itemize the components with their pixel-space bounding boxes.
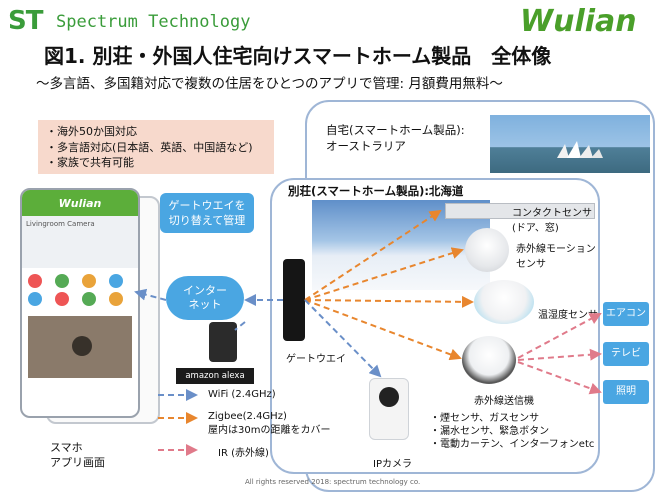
camera-lens-icon [379,387,399,407]
app-header: Wulian [22,190,138,216]
temp-humidity-sensor [474,280,534,324]
copyright-footer: All rights reserved 2018: spectrum techn… [245,478,421,486]
label-line: ・漏水センサ、緊急ボタン [430,426,550,437]
home-label: 自宅(スマートホーム製品): オーストラリア [326,122,465,154]
legend-zigbee: Zigbee(2.4GHz) 屋内は30mの距離をカバー [208,410,330,438]
temp-humidity-label: 温湿度センサ [538,310,598,321]
label-line: (ドア、窓) [512,223,559,234]
ir-transmitter [462,336,516,384]
cloud-line: ネット [188,298,222,311]
ir-motion-label: 赤外線モーション センサ [516,240,596,270]
opera-house-icon [557,141,603,158]
device-grid [22,268,138,312]
home-label-line: 自宅(スマートホーム製品): [326,123,465,137]
phone-mockup: Wulian Livingroom Camera [20,188,140,418]
wifi-link [234,321,246,331]
page-title: 図1. 別荘・外国人住宅向けスマートホーム製品 全体像 [44,44,552,68]
device-icon[interactable] [109,292,123,306]
legend-line: 屋内は30mの距離をカバー [208,425,331,436]
room-photo [28,316,132,378]
device-icon[interactable] [55,274,69,288]
wulian-logo: Wulian [520,4,637,39]
wifi-link [304,299,382,378]
device-icon[interactable] [28,274,42,288]
internet-cloud: インター ネット [166,276,244,320]
label-line: センサ [516,259,546,270]
appliance-light: 照明 [603,380,649,404]
features-box: ・海外50か国対応 ・多言語対応(日本語、英語、中国語など) ・家族で共有可能 [38,120,274,174]
ir-link [517,348,602,361]
feature-item: ・家族で共有可能 [46,156,134,169]
label-line: ・電動カーテン、インターフォンetc [430,439,595,450]
label-line: コンタクトセンサ [512,208,592,219]
feature-item: ・多言語対応(日本語、英語、中国語など) [46,140,253,154]
device-icon[interactable] [28,292,42,306]
play-icon[interactable] [72,336,92,356]
legend-wifi: WiFi (2.4GHz) [208,389,276,400]
alexa-speaker [209,322,237,362]
villa-label: 別荘(スマートホーム製品):北海道 [288,184,464,198]
ip-camera-label: IPカメラ [373,459,412,470]
gateway-switch-bubble: ゲートウエイを 切り替えて管理 [160,193,254,233]
device-icon[interactable] [82,292,96,306]
bubble-line: ゲートウエイを [168,199,246,212]
camera-label: Livingroom Camera [26,220,95,228]
bubble-line: 切り替えて管理 [168,214,246,227]
alexa-logo: amazon alexa [176,368,254,384]
device-icon[interactable] [55,292,69,306]
gateway-device [283,259,305,341]
st-logo: ST [8,6,43,36]
phone-caption-line: アプリ画面 [50,456,105,469]
label-line: 赤外線モーション [516,244,596,255]
legend-ir: IR (赤外線) [218,448,269,459]
camera-tile[interactable]: Livingroom Camera [22,216,138,268]
contact-sensor-label: コンタクトセンサ (ドア、窓) [512,204,592,234]
ir-link [517,313,602,359]
ip-camera [369,378,409,440]
phone-caption: スマホ アプリ画面 [50,440,105,470]
zigbee-link [304,247,464,301]
cloud-line: インター [183,284,227,297]
device-icon[interactable] [82,274,96,288]
feature-item: ・海外50か国対応 [46,125,137,138]
ir-link [517,361,602,395]
home-label-line: オーストラリア [326,139,406,153]
company-name: Spectrum Technology [56,12,251,32]
ir-transmitter-label: 赤外線送信機 [474,396,534,407]
label-line: ・煙センサ、ガスセンサ [430,413,540,424]
phone-caption-line: スマホ [50,441,83,454]
other-sensors-list: ・煙センサ、ガスセンサ ・漏水センサ、緊急ボタン ・電動カーテン、インターフォン… [430,412,594,451]
zigbee-link [304,299,462,361]
sydney-photo [490,115,650,173]
device-icon[interactable] [109,274,123,288]
legend-line: Zigbee(2.4GHz) [208,411,287,422]
ir-motion-sensor [465,228,509,272]
wifi-link [134,288,167,301]
appliance-aircon: エアコン [603,302,649,326]
zigbee-link [304,209,442,301]
gateway-label: ゲートウエイ [286,354,346,365]
appliance-tv: テレビ [603,342,649,366]
contact-sensor [445,203,595,219]
page-subtitle: ～多言語、多国籍対応で複数の住居をひとつのアプリで管理: 月額費用無料～ [36,76,503,92]
zigbee-link [304,295,474,308]
